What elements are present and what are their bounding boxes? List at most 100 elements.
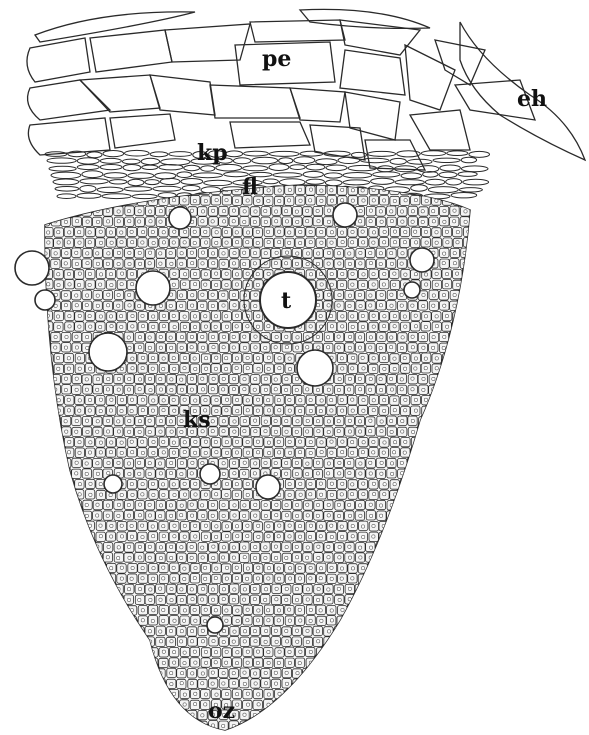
- cell-lumen: [159, 304, 162, 307]
- cell-lumen: [183, 451, 186, 454]
- xylem-cell: [379, 648, 388, 657]
- cell-lumen: [309, 703, 312, 706]
- cell-lumen: [379, 378, 382, 381]
- cell-lumen: [393, 483, 396, 486]
- cell-lumen: [288, 693, 291, 696]
- cell-lumen: [57, 609, 60, 612]
- xylem-cell: [439, 511, 448, 520]
- xylem-cell: [85, 606, 94, 615]
- cell-lumen: [204, 524, 207, 527]
- xylem-cell: [356, 637, 365, 646]
- cell-lumen: [47, 567, 50, 570]
- cell-lumen: [446, 577, 449, 580]
- cell-lumen: [435, 367, 438, 370]
- cell-lumen: [327, 598, 330, 601]
- cell-lumen: [233, 504, 236, 507]
- cell-lumen: [369, 251, 372, 254]
- xylem-cell: [43, 406, 52, 415]
- cell-lumen: [106, 504, 109, 507]
- xylem-cell: [440, 417, 449, 426]
- cell-lumen: [128, 672, 131, 675]
- cell-lumen: [190, 545, 193, 548]
- cell-lumen: [316, 713, 319, 716]
- cell-lumen: [254, 210, 257, 213]
- cell-lumen: [204, 566, 207, 569]
- xylem-cell: [64, 647, 73, 656]
- cambium-cell: [141, 158, 159, 164]
- cell-lumen: [456, 314, 459, 317]
- cell-lumen: [453, 378, 456, 381]
- xylem-cell: [474, 689, 483, 698]
- cell-lumen: [338, 472, 341, 475]
- xylem-cell: [43, 438, 52, 447]
- xylem-cell: [471, 217, 480, 226]
- cell-lumen: [151, 357, 154, 360]
- cell-lumen: [106, 262, 109, 265]
- cell-lumen: [64, 714, 67, 717]
- cell-lumen: [215, 525, 218, 528]
- xylem-cell: [471, 500, 480, 509]
- xylem-cell: [463, 364, 472, 373]
- cell-lumen: [278, 451, 281, 454]
- xylem-cell: [450, 668, 459, 677]
- cell-lumen: [288, 231, 291, 234]
- cell-lumen: [337, 346, 340, 349]
- cell-lumen: [183, 356, 186, 359]
- xylem-cell: [211, 732, 220, 735]
- xylem-cell: [166, 711, 175, 720]
- cell-lumen: [425, 704, 428, 707]
- cell-lumen: [190, 251, 193, 254]
- cell-lumen: [246, 356, 249, 359]
- xylem-cell: [86, 647, 95, 656]
- cell-lumen: [464, 388, 467, 391]
- cell-lumen: [110, 609, 113, 612]
- cell-lumen: [190, 724, 193, 727]
- cell-lumen: [89, 535, 92, 538]
- cell-lumen: [275, 514, 278, 517]
- xylem-cell: [397, 553, 406, 562]
- cell-lumen: [201, 293, 204, 296]
- cell-lumen: [383, 272, 386, 275]
- cell-lumen: [211, 304, 214, 307]
- cell-lumen: [128, 251, 131, 254]
- cell-lumen: [170, 378, 173, 381]
- xylem-cell: [432, 490, 441, 499]
- xylem-cell: [421, 438, 430, 447]
- cell-lumen: [138, 556, 141, 559]
- xylem-cell: [440, 542, 449, 551]
- cell-lumen: [54, 556, 57, 559]
- xylem-cell: [72, 595, 81, 604]
- xylem-cell: [450, 637, 459, 646]
- cell-lumen: [295, 472, 298, 475]
- cell-lumen: [257, 398, 260, 401]
- xylem-cell: [418, 469, 427, 478]
- cell-lumen: [288, 608, 291, 611]
- xylem-cell: [107, 689, 116, 698]
- cell-lumen: [453, 514, 456, 517]
- cell-lumen: [422, 461, 425, 464]
- cell-lumen: [411, 713, 414, 716]
- cell-lumen: [78, 441, 81, 444]
- cell-lumen: [191, 294, 194, 297]
- cell-lumen: [264, 514, 267, 517]
- xylem-cell: [400, 700, 409, 709]
- cell-lumen: [75, 472, 78, 475]
- cell-lumen: [464, 514, 467, 517]
- cell-lumen: [456, 482, 459, 485]
- cambium-cell: [300, 151, 323, 156]
- cell-lumen: [235, 577, 238, 580]
- xylem-cell: [135, 711, 144, 720]
- cell-lumen: [285, 388, 288, 391]
- xylem-cell: [387, 595, 396, 604]
- cell-lumen: [295, 262, 298, 265]
- cell-lumen: [327, 724, 330, 727]
- cell-lumen: [474, 304, 477, 307]
- cell-lumen: [337, 587, 340, 590]
- cell-lumen: [211, 388, 214, 391]
- vessel: [15, 251, 49, 285]
- cell-lumen: [190, 209, 193, 212]
- cell-lumen: [411, 335, 414, 338]
- cell-lumen: [319, 577, 322, 580]
- xylem-cell: [463, 354, 472, 363]
- xylem-cell: [41, 427, 50, 436]
